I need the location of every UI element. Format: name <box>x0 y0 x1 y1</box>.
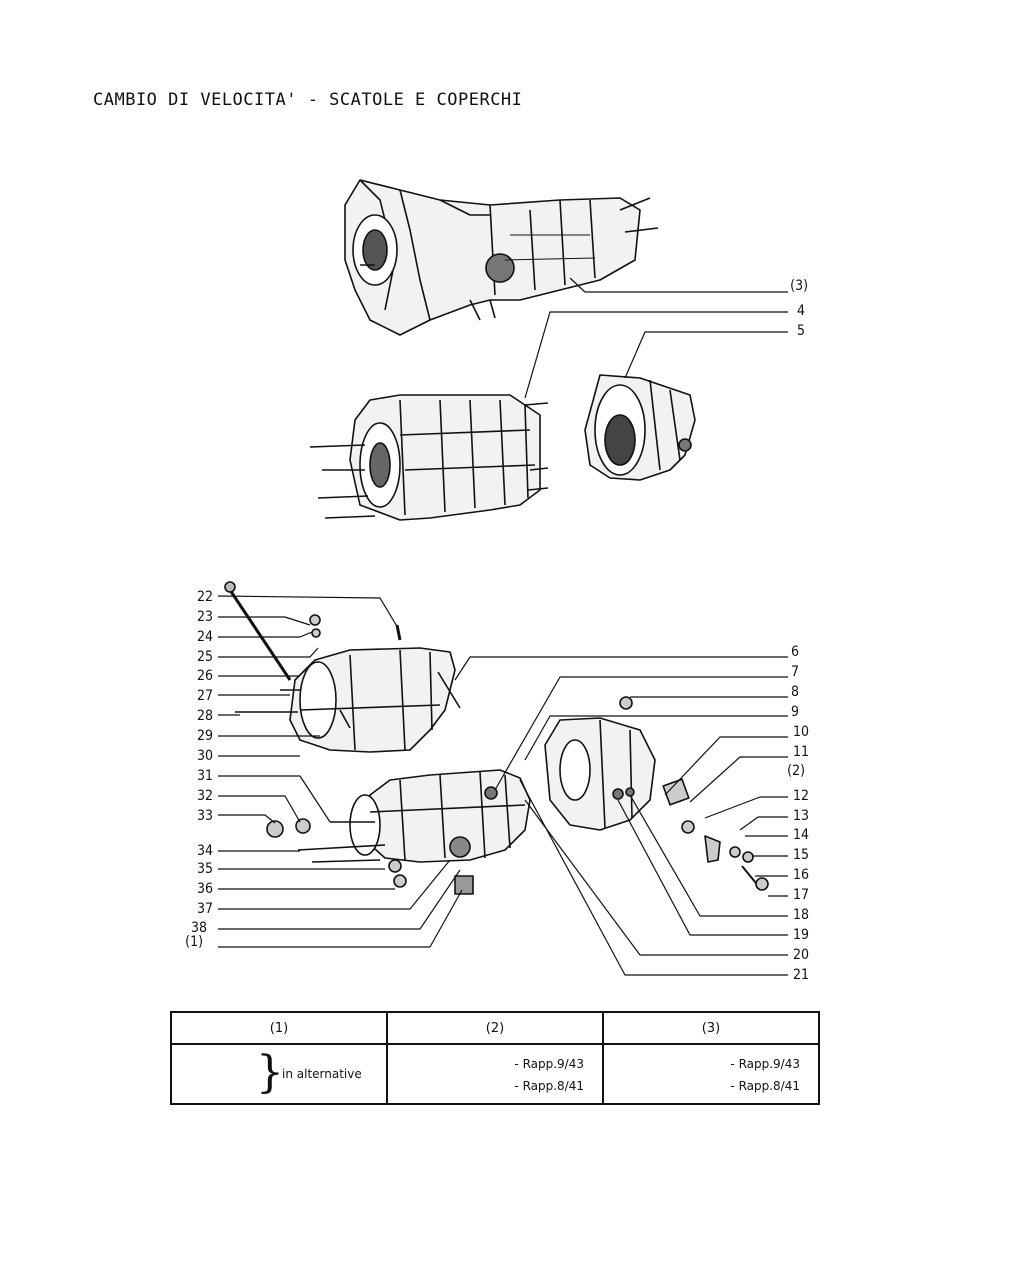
brace-icon: } <box>256 1047 284 1098</box>
callout-label: 15 <box>793 847 809 863</box>
callout-label: 4 <box>797 303 805 319</box>
gearbox-casing-illustration <box>309 394 549 521</box>
callout-label: 19 <box>793 927 809 943</box>
callout-label: (1) <box>185 934 203 950</box>
ratio-line: - Rapp.9/43 <box>730 1057 800 1071</box>
page-title: CAMBIO DI VELOCITA' - SCATOLE E COPERCHI <box>93 90 523 110</box>
callout-label: 37 <box>197 901 213 917</box>
small-parts-illustration <box>266 614 769 891</box>
callout-label: 23 <box>197 609 213 625</box>
callout-label: 7 <box>791 664 799 680</box>
legend-header-3: (3) <box>602 1011 820 1045</box>
callout-label: 5 <box>797 323 805 339</box>
callout-label: 36 <box>197 881 213 897</box>
legend-cell-1: } in alternative <box>170 1043 388 1105</box>
legend-body-row: } in alternative - Rapp.9/43 - Rapp.8/41… <box>170 1043 820 1105</box>
upper-casing-part-illustration <box>224 581 461 753</box>
legend-header-2: (2) <box>386 1011 604 1045</box>
legend-header-1: (1) <box>170 1011 388 1045</box>
legend-cell-3: - Rapp.9/43 - Rapp.8/41 <box>602 1043 820 1105</box>
alternative-note: in alternative <box>282 1067 362 1081</box>
legend-header-row: (1) (2) (3) <box>170 1011 820 1045</box>
legend-cell-2: - Rapp.9/43 - Rapp.8/41 <box>386 1043 604 1105</box>
callout-label: 25 <box>197 649 213 665</box>
callout-label: (3) <box>790 278 808 294</box>
callout-label: 34 <box>197 843 213 859</box>
callout-label: 22 <box>197 589 213 605</box>
ratio-line: - Rapp.9/43 <box>514 1057 584 1071</box>
callout-label: 29 <box>197 728 213 744</box>
callout-label: 9 <box>791 704 799 720</box>
callout-label: 20 <box>793 947 809 963</box>
legend-table: (1) (2) (3) } in alternative - Rapp.9/43… <box>170 1011 820 1105</box>
callout-label: 21 <box>793 967 809 983</box>
callout-label: 10 <box>793 724 809 740</box>
callout-label: 14 <box>793 827 809 843</box>
callout-label: 35 <box>197 861 213 877</box>
callout-label: 31 <box>197 768 213 784</box>
callout-label: 38 <box>191 920 207 936</box>
callout-label: 13 <box>793 808 809 824</box>
bell-housing-illustration <box>584 374 696 481</box>
assembled-gearbox-illustration <box>344 179 659 336</box>
callout-label: 11 <box>793 744 809 760</box>
callout-label: 17 <box>793 887 809 903</box>
callout-label: 8 <box>791 684 799 700</box>
rear-cover-part-illustration <box>544 717 656 831</box>
callout-label: 27 <box>197 688 213 704</box>
callout-label: 24 <box>197 629 213 645</box>
callout-label: 16 <box>793 867 809 883</box>
callout-label: 30 <box>197 748 213 764</box>
callout-label: 33 <box>197 808 213 824</box>
callout-label: 32 <box>197 788 213 804</box>
callout-label: 18 <box>793 907 809 923</box>
callout-label: 26 <box>197 668 213 684</box>
ratio-line: - Rapp.8/41 <box>514 1079 584 1093</box>
callout-label: (2) <box>787 763 805 779</box>
leader-lines <box>217 277 788 976</box>
exploded-view-drawing: (3)452223242526272829303132333435363738(… <box>185 179 809 983</box>
ratio-line: - Rapp.8/41 <box>730 1079 800 1093</box>
lower-casing-part-illustration <box>297 769 531 895</box>
callout-label: 28 <box>197 708 213 724</box>
callout-label: 6 <box>791 644 799 660</box>
callout-label: 12 <box>793 788 809 804</box>
